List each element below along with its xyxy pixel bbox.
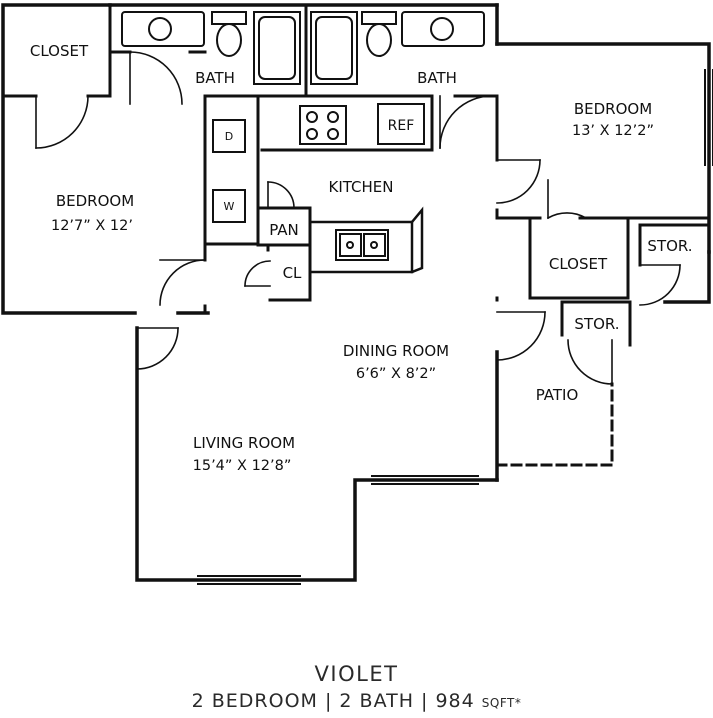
- plan-name: VIOLET: [314, 662, 399, 686]
- label-kitchen: KITCHEN: [329, 178, 394, 196]
- right-bath-fixtures: [310, 11, 485, 85]
- plan-specs: 2 BEDROOM | 2 BATH | 984 SQFT*: [0, 690, 713, 712]
- label-bath-right: BATH: [417, 69, 457, 87]
- label-living-dim: 15’4” X 12’8”: [193, 458, 292, 474]
- label-closet-small: CL: [283, 264, 302, 282]
- label-closet-left: CLOSET: [30, 42, 89, 60]
- left-bath-fixtures: [121, 11, 301, 85]
- label-refrigerator: REF: [388, 118, 415, 134]
- label-bedroom-left-dim: 12’7” X 12’: [51, 218, 133, 234]
- patio-boundary: [495, 382, 614, 467]
- label-dryer: D: [225, 130, 233, 143]
- plan-specs-text: 2 BEDROOM | 2 BATH | 984: [191, 690, 475, 712]
- windows: [197, 69, 713, 585]
- label-storage-upper: STOR.: [647, 237, 692, 255]
- label-dining-dim: 6’6” X 8’2”: [356, 366, 436, 382]
- kitchen-island: [308, 206, 424, 274]
- label-washer: W: [224, 200, 235, 213]
- kitchen-sink: [335, 229, 389, 261]
- label-closet-right: CLOSET: [549, 255, 608, 273]
- label-living: LIVING ROOM: [193, 434, 295, 452]
- label-storage-lower: STOR.: [574, 315, 619, 333]
- label-bedroom-right: BEDROOM: [574, 100, 652, 118]
- stove: [299, 105, 347, 145]
- refrigerator: [377, 103, 425, 145]
- label-bedroom-right-dim: 13’ X 12’2”: [572, 123, 654, 139]
- label-bedroom-left: BEDROOM: [56, 192, 134, 210]
- plan-specs-unit: SQFT*: [481, 696, 522, 710]
- door-swings: [35, 51, 681, 385]
- label-dining: DINING ROOM: [343, 342, 449, 360]
- laundry-appliances: [212, 119, 246, 223]
- interior-walls: [1, 3, 711, 347]
- exterior-walls: [1, 3, 711, 582]
- label-bath-left: BATH: [195, 69, 235, 87]
- label-pantry: PAN: [269, 221, 299, 239]
- floor-plan: CLOSET BATH BATH BEDROOM 12’7” X 12’ BED…: [1, 3, 713, 585]
- label-patio: PATIO: [536, 386, 579, 404]
